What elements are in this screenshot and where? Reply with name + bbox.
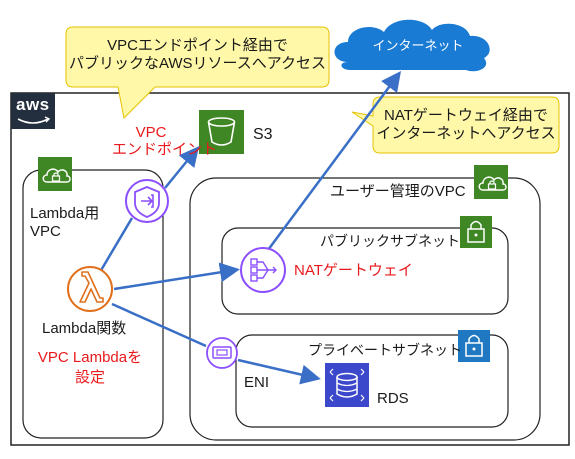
s3-label: S3 <box>253 126 273 143</box>
callout-line: インターネットへアクセス <box>376 125 556 142</box>
arrow-lambda-to-endpoint <box>98 217 134 273</box>
aws-logo-text: aws <box>16 95 50 114</box>
lambda-vpc-box <box>22 169 164 439</box>
user-vpc-cloud-icon <box>474 165 508 199</box>
nat-gateway-icon <box>240 247 286 293</box>
internet-label: インターネット <box>372 38 464 53</box>
vpc-endpoint-icon <box>125 179 169 223</box>
user-vpc-label: ユーザー管理のVPC <box>330 183 466 200</box>
public-subnet-lock-icon <box>460 216 492 248</box>
lambda-note: VPC Lambdaを 設定 <box>24 348 156 388</box>
label-line: エンドポイント <box>112 141 218 158</box>
eni-icon <box>206 337 238 369</box>
vpc-endpoint-callout-shape <box>65 26 330 120</box>
callout-line: NATゲートウェイ経由で <box>384 107 548 124</box>
nat-callout-shape <box>351 96 560 154</box>
user-vpc-box <box>189 177 541 441</box>
public-subnet-label: パブリックサブネット <box>320 233 460 249</box>
arrow-lambda-to-eni <box>111 302 207 348</box>
arrow-eni-to-rds <box>237 358 321 385</box>
arrow-nat-to-internet <box>266 70 401 251</box>
arrow-endpoint-to-s3 <box>164 146 200 189</box>
callout-line: VPCエンドポイント経由で <box>107 37 288 54</box>
vpc-endpoint-callout-text: VPCエンドポイント経由で パブリックなAWSリソースへアクセス <box>66 37 329 73</box>
lambda-icon <box>67 266 113 312</box>
rds-icon <box>325 363 369 407</box>
label-line: VPC <box>30 223 61 240</box>
private-subnet-label: プライベートサブネット <box>308 342 462 358</box>
rds-label: RDS <box>377 390 409 407</box>
note-line: 設定 <box>74 369 105 386</box>
aws-smile <box>17 118 49 124</box>
callout-line: パブリックなAWSリソースへアクセス <box>68 55 327 72</box>
nat-gateway-label: NATゲートウェイ <box>294 262 413 279</box>
private-subnet-lock-icon <box>458 330 490 362</box>
vpc-endpoint-label: VPC エンドポイント <box>112 124 218 158</box>
nat-callout-text: NATゲートウェイ経由で インターネットへアクセス <box>373 107 559 143</box>
private-subnet-box <box>235 334 509 428</box>
note-line: VPC Lambdaを <box>37 349 143 366</box>
arrow-lambda-to-nat <box>113 262 240 291</box>
aws-cloud-border <box>10 92 570 446</box>
s3-icon <box>199 110 244 154</box>
eni-label: ENI <box>244 374 270 391</box>
lambda-vpc-cloud-icon <box>38 157 72 191</box>
lambda-function-label: Lambda関数 <box>42 320 127 337</box>
internet-cloud-shape <box>334 19 490 72</box>
label-line: Lambda用 <box>30 205 100 222</box>
label-line: VPC <box>135 124 167 141</box>
lambda-vpc-label: Lambda用 VPC <box>30 205 99 241</box>
